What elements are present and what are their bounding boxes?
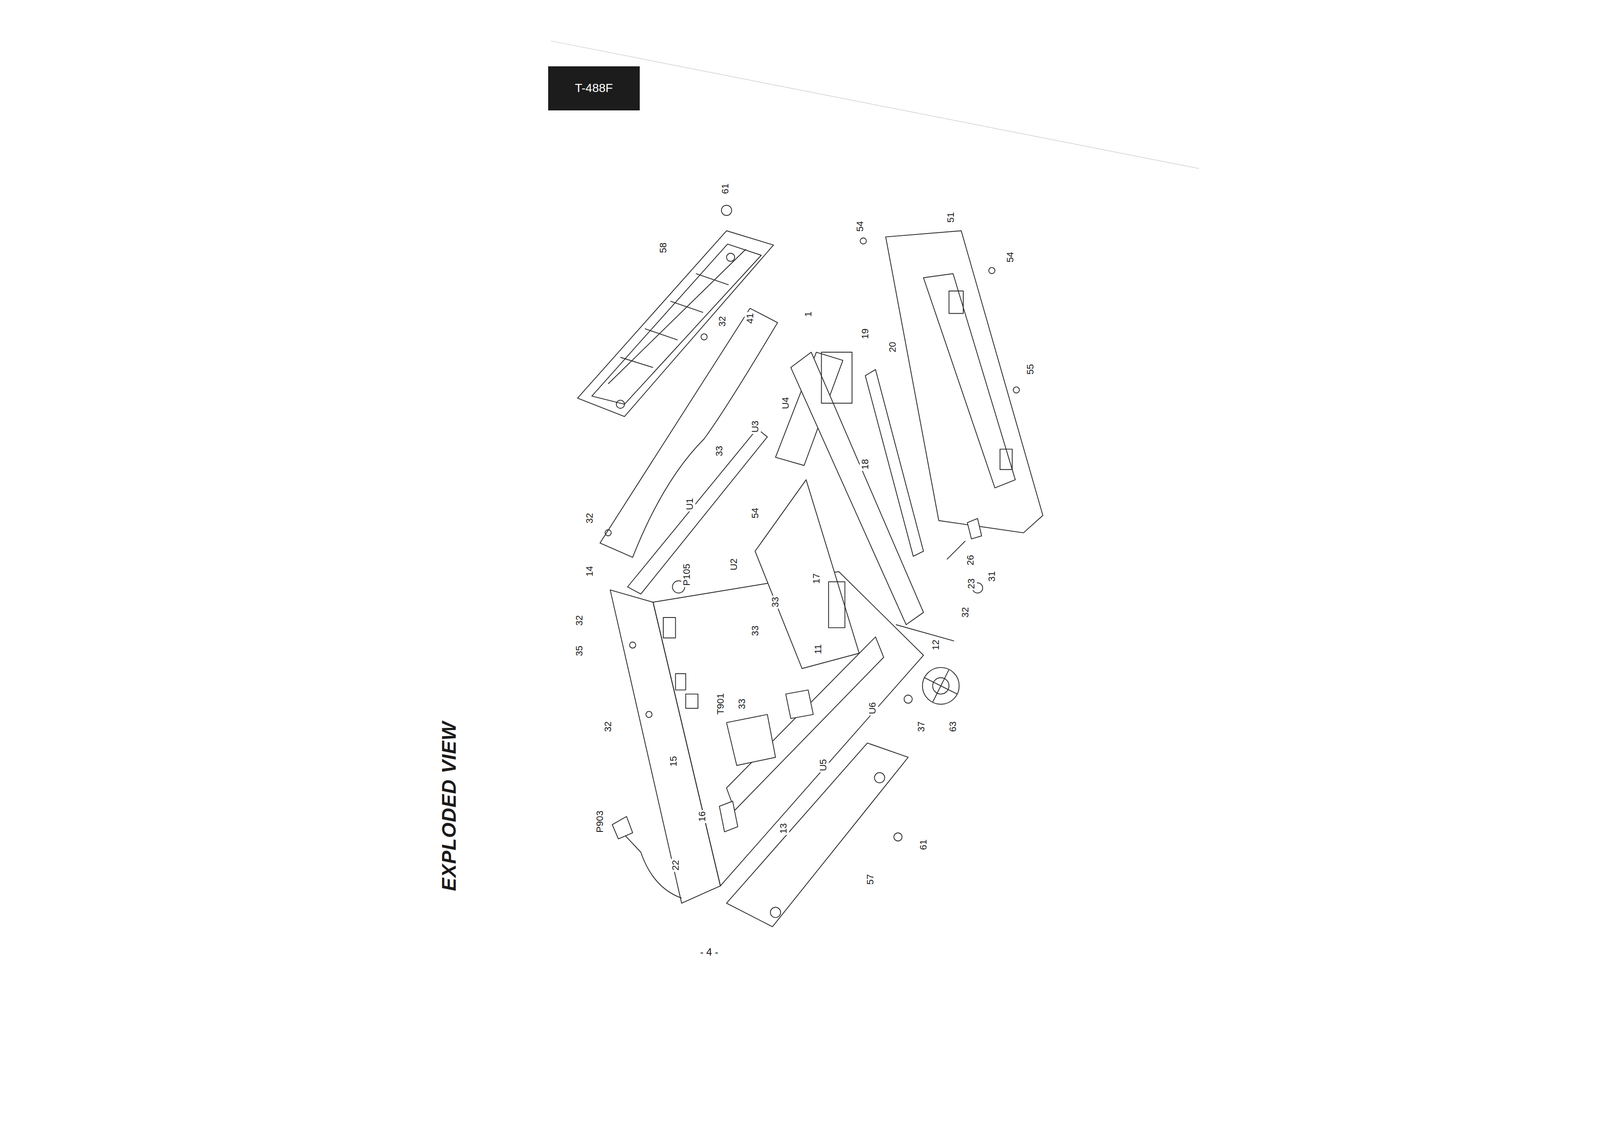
callout-number: P903 bbox=[594, 809, 606, 834]
top-cover-rib bbox=[620, 357, 654, 368]
foot-hole bbox=[726, 253, 735, 262]
screw bbox=[1013, 386, 1020, 393]
plug bbox=[612, 816, 633, 839]
callout-number: U3 bbox=[749, 419, 761, 434]
rear-panel bbox=[610, 590, 721, 904]
callout-number: 20 bbox=[887, 340, 899, 354]
display-strip bbox=[865, 369, 924, 557]
callout-number: 32 bbox=[573, 614, 585, 627]
switch bbox=[785, 689, 814, 719]
callout-number: 58 bbox=[657, 241, 669, 255]
callout-number: U4 bbox=[780, 395, 792, 411]
callout-number: 32 bbox=[584, 511, 596, 525]
callout-number: 33 bbox=[749, 623, 761, 637]
callout-number: 22 bbox=[669, 858, 681, 872]
hole bbox=[645, 711, 652, 718]
display-window bbox=[923, 273, 1016, 488]
top-cover-rib bbox=[670, 301, 704, 313]
callout-number: U1 bbox=[684, 496, 696, 512]
callout-number: T901 bbox=[714, 691, 726, 716]
model-name: T-488F bbox=[574, 81, 613, 95]
knob bbox=[922, 667, 960, 705]
bar bbox=[896, 624, 955, 642]
callout-number: 19 bbox=[859, 327, 871, 341]
callout-number: 13 bbox=[777, 822, 790, 835]
front-panel bbox=[885, 230, 1043, 533]
pcb bbox=[755, 479, 860, 669]
callout-number: 57 bbox=[864, 872, 876, 886]
hole bbox=[629, 641, 636, 648]
front-pcb bbox=[790, 352, 924, 625]
screw bbox=[700, 333, 707, 340]
callout-number: 63 bbox=[947, 720, 959, 734]
callout-number: P105 bbox=[681, 562, 693, 587]
callout-number: U6 bbox=[866, 700, 879, 716]
callout-number: 61 bbox=[719, 182, 731, 196]
foot-hole bbox=[616, 400, 625, 409]
screw bbox=[988, 267, 995, 274]
terminal bbox=[675, 673, 686, 690]
callout-number: 54 bbox=[749, 506, 761, 520]
scan-line bbox=[551, 41, 1200, 169]
callout-number: 1 bbox=[802, 310, 814, 318]
callout-number: 14 bbox=[584, 564, 596, 578]
callout-number: U5 bbox=[817, 757, 829, 773]
lever bbox=[946, 540, 966, 560]
power-cord bbox=[624, 834, 682, 899]
callout-number: 17 bbox=[810, 572, 823, 585]
callout-number: 54 bbox=[854, 219, 866, 233]
transformer bbox=[726, 714, 776, 766]
callout-number: 33 bbox=[713, 444, 725, 458]
callout-number: 32 bbox=[959, 605, 971, 619]
callout-number: 61 bbox=[917, 838, 930, 852]
screw bbox=[605, 529, 612, 536]
switch-block bbox=[821, 352, 853, 404]
model-badge: T-488F bbox=[548, 66, 641, 111]
screw bbox=[904, 694, 913, 704]
callout-number: 31 bbox=[986, 569, 998, 583]
callout-number: 15 bbox=[667, 754, 680, 768]
callout-number: 37 bbox=[915, 720, 927, 734]
callout-number: 23 bbox=[965, 577, 977, 591]
callout-number: 33 bbox=[736, 697, 748, 711]
callout-number: 33 bbox=[769, 595, 781, 609]
callout-number: 26 bbox=[964, 553, 977, 567]
top-cover-rib bbox=[644, 328, 678, 340]
screw bbox=[893, 832, 903, 841]
callout-number: 32 bbox=[716, 314, 728, 328]
foot-hole bbox=[874, 772, 885, 783]
terminal-block bbox=[719, 801, 738, 832]
callout-number: U2 bbox=[727, 557, 740, 572]
switch-part bbox=[967, 518, 982, 540]
callout-number: 41 bbox=[744, 311, 756, 325]
callout-number: 18 bbox=[859, 457, 871, 471]
top-cover-rib bbox=[695, 273, 729, 285]
foot-hole bbox=[770, 907, 781, 918]
page-title: EXPLODED VIEW bbox=[437, 721, 461, 891]
callout-number: 12 bbox=[930, 638, 942, 652]
callout-number: 54 bbox=[1004, 250, 1016, 264]
callout-number: 35 bbox=[573, 644, 585, 658]
button bbox=[1000, 449, 1013, 470]
page-number: - 4 - bbox=[700, 946, 719, 959]
pcb-bracket bbox=[627, 428, 768, 594]
callout-number: 55 bbox=[1024, 362, 1036, 376]
knob-rib bbox=[932, 669, 949, 703]
terminal bbox=[663, 617, 676, 639]
callout-number: 51 bbox=[945, 210, 957, 224]
screw bbox=[721, 205, 732, 216]
terminal bbox=[685, 694, 698, 709]
bottom-panel bbox=[726, 742, 909, 927]
connector bbox=[828, 581, 845, 628]
button bbox=[949, 290, 964, 314]
callout-number: 32 bbox=[602, 720, 614, 734]
screw bbox=[860, 237, 867, 244]
callout-number: 11 bbox=[812, 642, 824, 656]
callout-number: 16 bbox=[696, 809, 708, 823]
